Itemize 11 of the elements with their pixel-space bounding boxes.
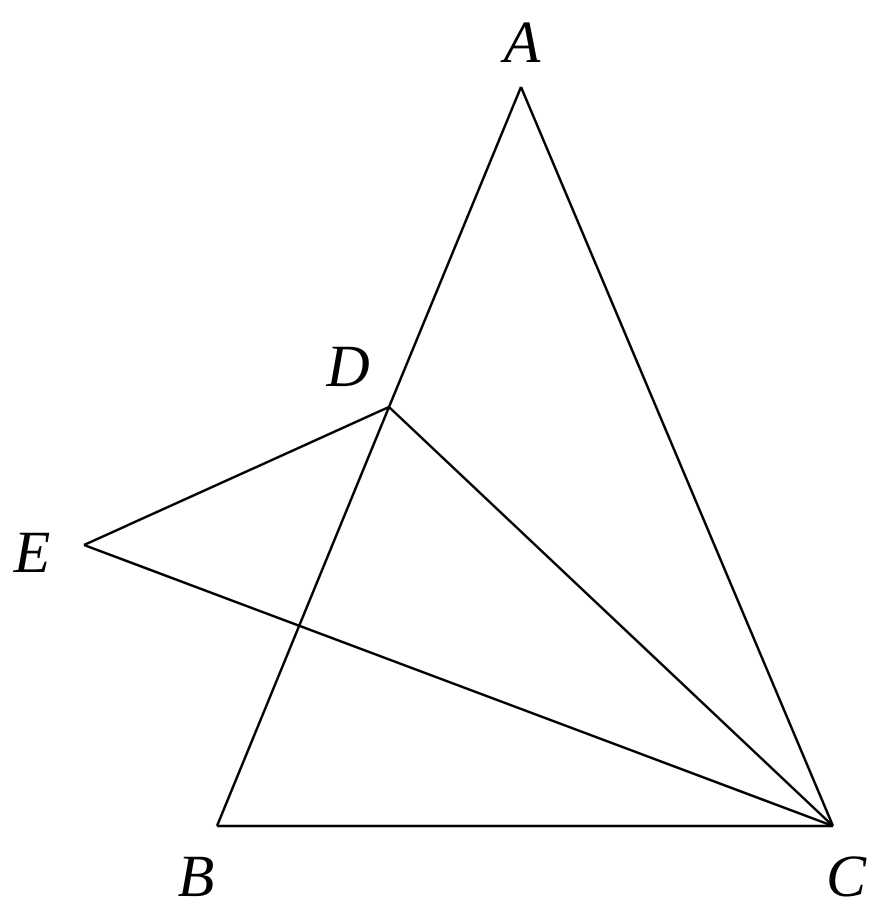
line-segment bbox=[83, 406, 390, 546]
line-segment bbox=[216, 406, 390, 826]
line-segment bbox=[217, 824, 833, 828]
line-segment bbox=[84, 544, 834, 828]
line-segment bbox=[388, 406, 834, 827]
vertex-label: D bbox=[326, 336, 370, 396]
vertex-label: E bbox=[14, 522, 50, 582]
vertex-label: C bbox=[826, 846, 866, 906]
line-segment bbox=[520, 86, 834, 826]
vertex-label: B bbox=[178, 846, 214, 906]
line-segment bbox=[388, 86, 522, 408]
